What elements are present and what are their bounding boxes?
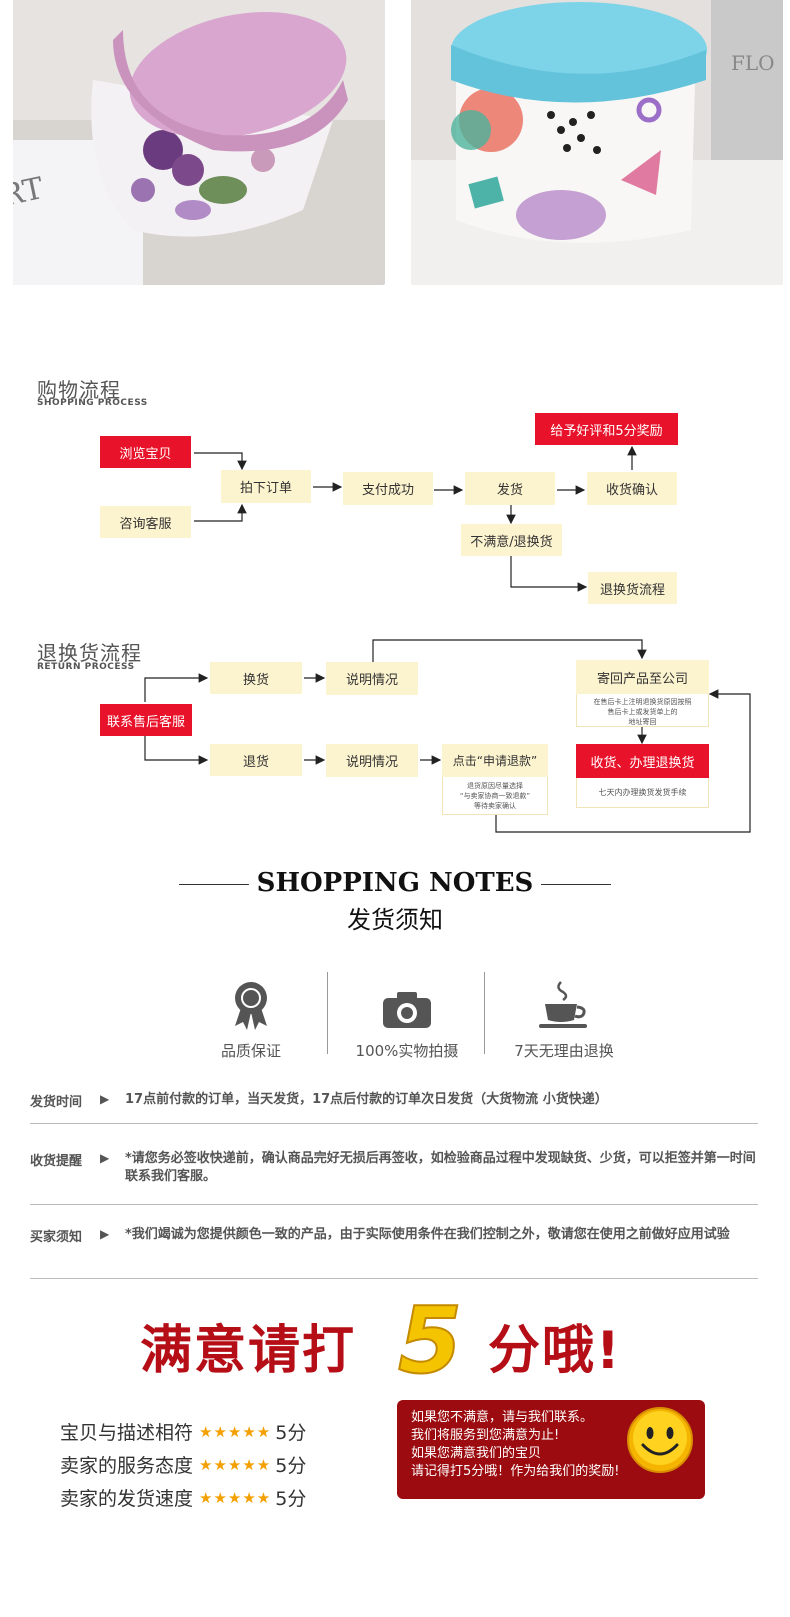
shopping-notes-title: SHOPPING NOTES <box>0 868 790 898</box>
product-photo-pink-box: RT <box>13 0 385 285</box>
shopping-process-title: 购物流程 <box>37 378 121 402</box>
rating-row: 卖家的服务态度 ★★★★★ 5分 <box>60 1455 307 1477</box>
step-confirm: 收货确认 <box>587 472 677 505</box>
banner-right-text: 分哦! <box>488 1321 622 1381</box>
title-rule-right <box>541 883 612 885</box>
rating-banner: 满意请打 5 分哦! <box>140 1290 622 1390</box>
star-rating-icon: ★★★★★ <box>199 1488 272 1507</box>
feature-divider <box>484 972 485 1054</box>
banner-left-text: 满意请打 <box>140 1321 356 1381</box>
step-return-flow: 退换货流程 <box>588 572 677 604</box>
note-receive: 七天内办理换货发货手续 <box>576 778 709 808</box>
step-explain-exchange: 说明情况 <box>326 662 418 695</box>
return-process-subtitle: RETURN PROCESS <box>37 662 135 672</box>
caption-text: FLO <box>731 51 775 75</box>
feature-quality: 品质保证 <box>176 975 326 1061</box>
divider <box>30 1123 758 1124</box>
feature-real-photo: 100%实物拍摄 <box>332 975 482 1061</box>
star-rating-icon: ★★★★★ <box>199 1422 272 1441</box>
step-contact-service: 联系售后客服 <box>100 704 192 736</box>
triangle-right-icon: ▶ <box>100 1227 110 1241</box>
step-refund: 退货 <box>210 744 302 776</box>
feature-divider <box>327 972 328 1054</box>
banner-number: 5 <box>398 1290 462 1390</box>
triangle-right-icon: ▶ <box>100 1092 110 1106</box>
note-send-back: 在售后卡上注明退换货原因按照 售后卡上或发货单上的 地址寄回 <box>576 694 709 727</box>
divider <box>30 1278 758 1279</box>
feature-seven-day-return: 7天无理由退换 <box>489 975 639 1061</box>
step-send-back: 寄回产品至公司 <box>576 660 709 694</box>
coffee-cup-icon <box>489 975 639 1030</box>
shopping-notes-title-cn: 发货须知 <box>347 906 443 934</box>
note-row-buyer-notice: 买家须知 ▶ *我们竭诚为您提供颜色一致的产品，由于实际使用条件在我们控制之外，… <box>30 1227 730 1245</box>
star-rating-icon: ★★★★★ <box>199 1455 272 1474</box>
product-photo-blue-box: FLO <box>411 0 783 285</box>
smiley-face-icon <box>627 1407 693 1473</box>
step-explain-refund: 说明情况 <box>326 744 418 777</box>
step-receive: 收货、办理退换货 <box>576 744 709 778</box>
step-exchange: 换货 <box>210 662 302 694</box>
note-row-receipt-reminder: 收货提醒 ▶ *请您务必签收快递前，确认商品完好无损后再签收，如检验商品过程中发… <box>30 1151 756 1184</box>
rating-row: 卖家的发货速度 ★★★★★ 5分 <box>60 1488 307 1510</box>
shopping-process-subtitle: SHOPPING PROCESS <box>37 398 148 408</box>
step-order: 拍下订单 <box>221 470 311 503</box>
note-row-ship-time: 发货时间 ▶ 17点前付款的订单，当天发货，17点后付款的订单次日发货（大货物流… <box>30 1092 608 1110</box>
step-review: 给予好评和5分奖励 <box>535 413 678 445</box>
triangle-right-icon: ▶ <box>100 1151 110 1165</box>
divider <box>30 1204 758 1205</box>
note-apply-refund: 退货原因尽量选择 “与卖家协商一致退款” 等待卖家确认 <box>442 777 548 815</box>
return-process-title: 退换货流程 <box>37 641 142 665</box>
step-ship: 发货 <box>465 472 555 505</box>
step-consult: 咨询客服 <box>100 506 191 538</box>
title-rule-left <box>178 883 249 885</box>
camera-icon <box>332 975 482 1030</box>
step-browse: 浏览宝贝 <box>100 436 191 468</box>
rating-row: 宝贝与描述相符 ★★★★★ 5分 <box>60 1422 307 1444</box>
step-unsatisfied: 不满意/退换货 <box>461 524 562 556</box>
step-apply-refund: 点击“申请退款” <box>442 744 548 777</box>
step-paid: 支付成功 <box>343 472 433 505</box>
medal-icon <box>176 975 326 1030</box>
